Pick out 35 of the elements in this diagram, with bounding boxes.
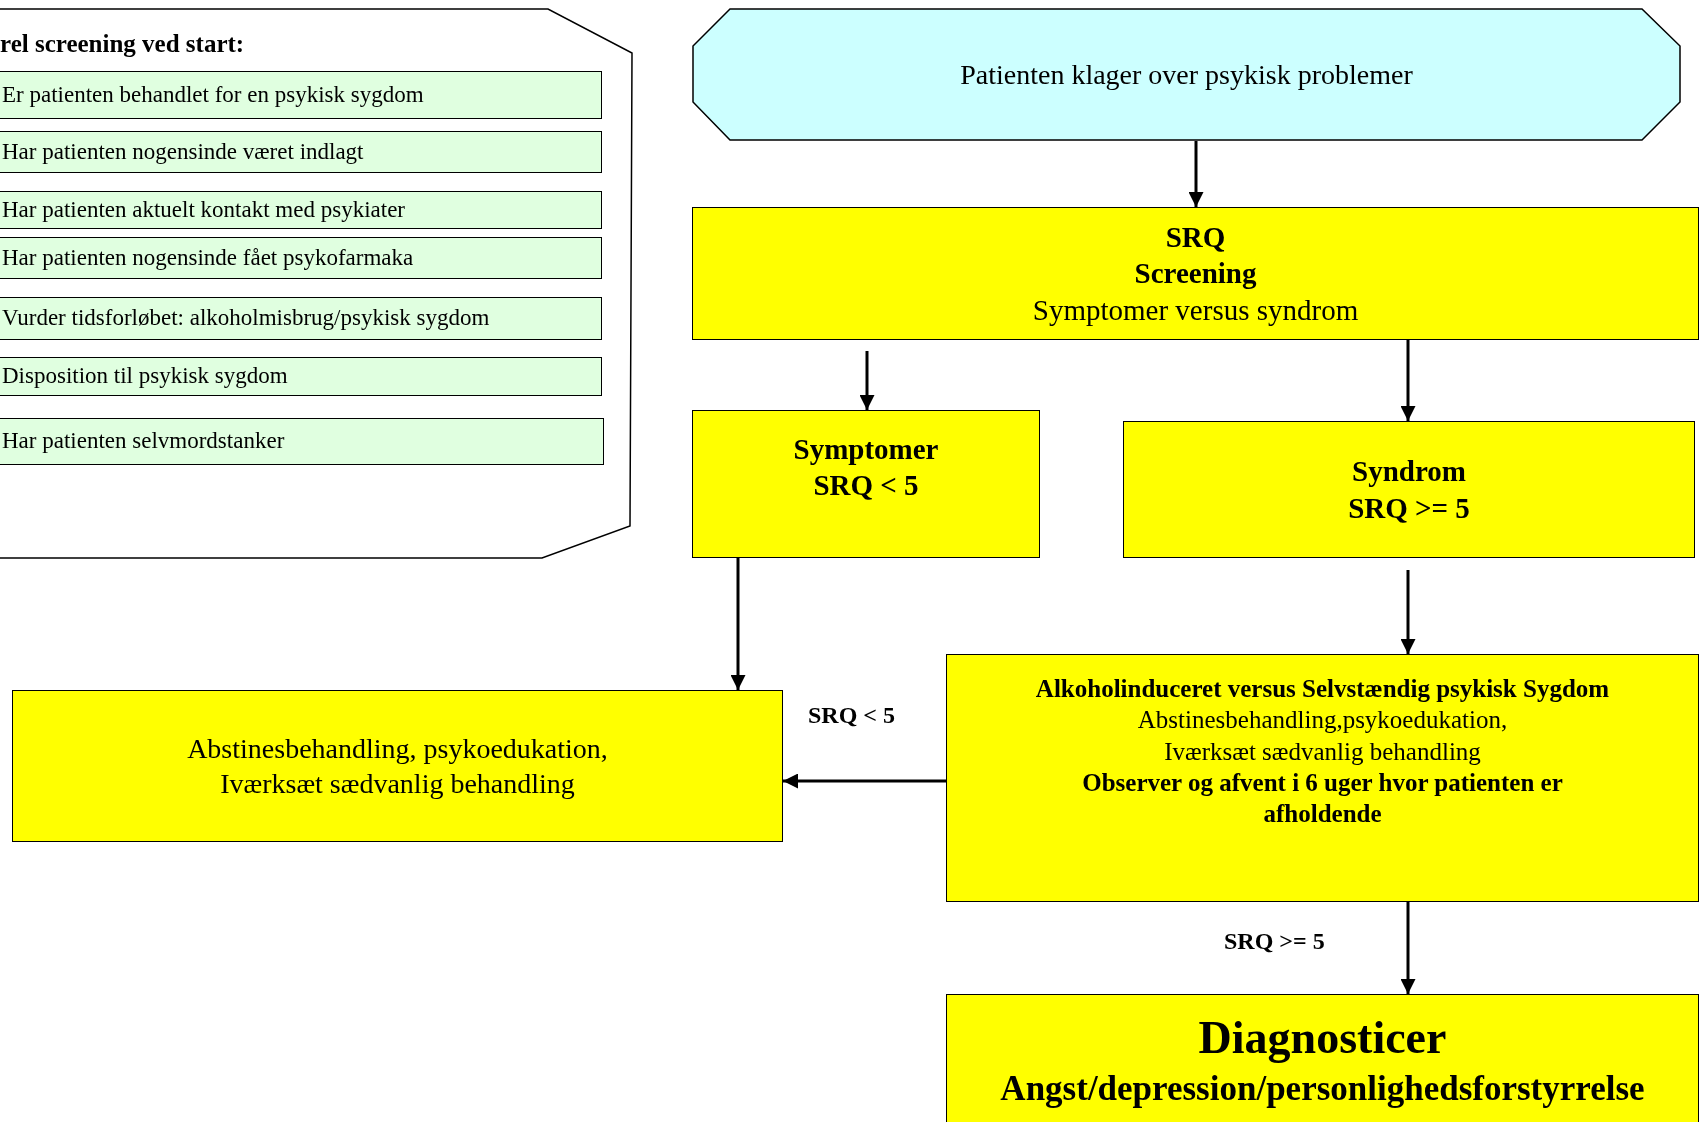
box-heading: Alkoholinduceret versus Selvstændig psykisk Sygdom: [1035, 674, 1610, 704]
process-box: Abstinesbehandling, psykoedukation, Iværksæt sædvanlig behandling: [12, 690, 783, 842]
checklist-item: Har patienten selvmordstanker: [0, 418, 604, 465]
box-text: SRQ >= 5: [1348, 490, 1470, 526]
box-text: SRQ < 5: [813, 468, 919, 504]
arrow: [1188, 141, 1204, 207]
box-text: Abstinesbehandling,psykoedukation, Iværksæt sædvanlig behandling: [1136, 705, 1509, 767]
arrow: [859, 351, 875, 410]
arrow: [1400, 902, 1416, 994]
arrow: [730, 558, 746, 690]
box-text: Observer og afvent i 6 uger hvor patienten er afholdende: [1081, 767, 1564, 829]
process-box: [946, 654, 1699, 902]
process-box: [692, 410, 1040, 558]
checklist-panel: [0, 8, 634, 560]
checklist-item: Har patienten nogensinde været indlagt: [0, 131, 602, 173]
box-heading: Diagnosticer: [1198, 1011, 1447, 1065]
box-text: Angst/depression/personlighedsforstyrrelse: [1000, 1067, 1645, 1110]
checklist-item: Er patienten behandlet for en psykisk sygdom: [0, 71, 602, 119]
checklist-item: Disposition til psykisk sygdom: [0, 357, 602, 396]
box-heading: Syndrom: [1352, 454, 1466, 490]
checklist-item: Har patienten nogensinde fået psykofarmaka: [0, 237, 602, 279]
arrow: [1400, 340, 1416, 421]
panel-heading: rel screening ved start:: [0, 29, 245, 59]
result-box: [946, 994, 1699, 1122]
checklist-item: Vurder tidsforløbet: alkoholmisbrug/psykisk sygdom: [0, 297, 602, 340]
start-box: Patienten klager over psykisk problemer: [692, 8, 1681, 141]
checklist-item: Har patienten aktuelt kontakt med psykiater: [0, 191, 602, 229]
box-heading: SRQ: [1165, 220, 1226, 256]
box-text: Screening: [1134, 256, 1257, 292]
process-box: [692, 207, 1699, 340]
process-box: [1123, 421, 1695, 558]
box-heading: Symptomer: [793, 432, 939, 467]
arrow: [1400, 570, 1416, 654]
arrow: [783, 773, 946, 789]
box-text: Symptomer versus syndrom: [1032, 292, 1359, 328]
